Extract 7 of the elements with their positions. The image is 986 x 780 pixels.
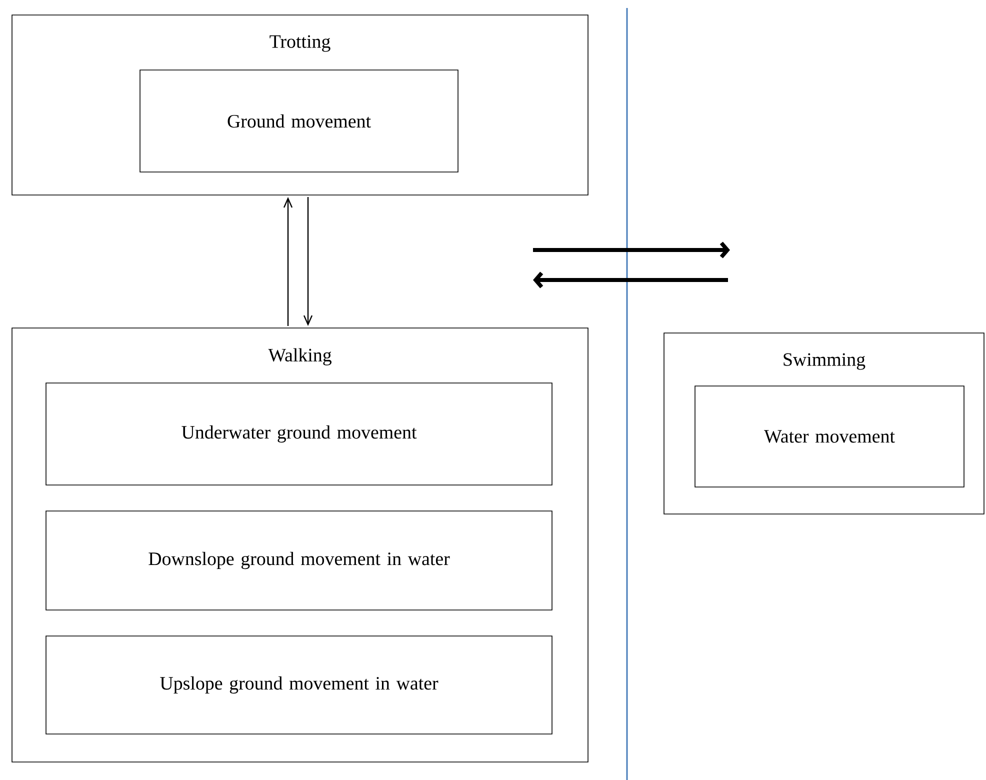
movement-box: Ground movement [140,70,458,172]
movement-box: Downslope ground movement in water [46,510,552,610]
movement-box: Water movement [694,386,964,488]
movement-box: Underwater ground movement [46,382,552,486]
movement-box: Upslope ground movement in water [46,636,552,734]
arrow [283,197,293,326]
arrow [303,197,313,326]
